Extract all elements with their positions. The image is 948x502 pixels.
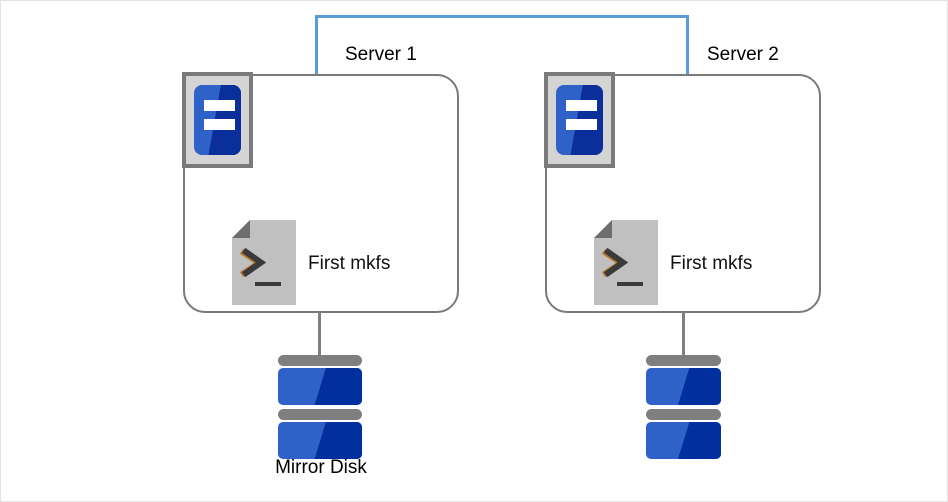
server-1-script-label: First mkfs [308, 253, 391, 274]
server-2-script-label: First mkfs [670, 253, 753, 274]
disk-platter-shade [646, 368, 721, 405]
disk-stack-icon [646, 355, 721, 459]
disk-platter-1 [278, 368, 362, 405]
server-icon-body [556, 85, 603, 155]
mirror-disk-label: Mirror Disk [275, 457, 367, 478]
disk-bar-top [278, 355, 362, 366]
server-icon-slot-2 [204, 119, 235, 130]
disk-platter-2 [278, 422, 362, 459]
server-1-label: Server 1 [345, 44, 417, 65]
disk-platter-shade [278, 422, 362, 459]
server-2-disk-connector [682, 312, 685, 359]
disk-platter-shade [646, 422, 721, 459]
server-1-disk-connector [318, 312, 321, 359]
server-icon-slot-1 [204, 100, 235, 111]
interconnect-link [315, 15, 689, 77]
server-icon-body [194, 85, 241, 155]
server-icon-slot-1 [566, 100, 597, 111]
script-file-icon [232, 220, 296, 305]
disk-stack-icon [278, 355, 362, 459]
disk-bar-middle [646, 409, 721, 420]
disk-bar-top [646, 355, 721, 366]
disk-platter-2 [646, 422, 721, 459]
disk-bar-middle [278, 409, 362, 420]
server-2-label: Server 2 [707, 44, 779, 65]
server-icon-slot-2 [566, 119, 597, 130]
script-file-icon [594, 220, 658, 305]
disk-platter-shade [278, 368, 362, 405]
server-icon [182, 72, 253, 168]
disk-platter-1 [646, 368, 721, 405]
server-icon [544, 72, 615, 168]
